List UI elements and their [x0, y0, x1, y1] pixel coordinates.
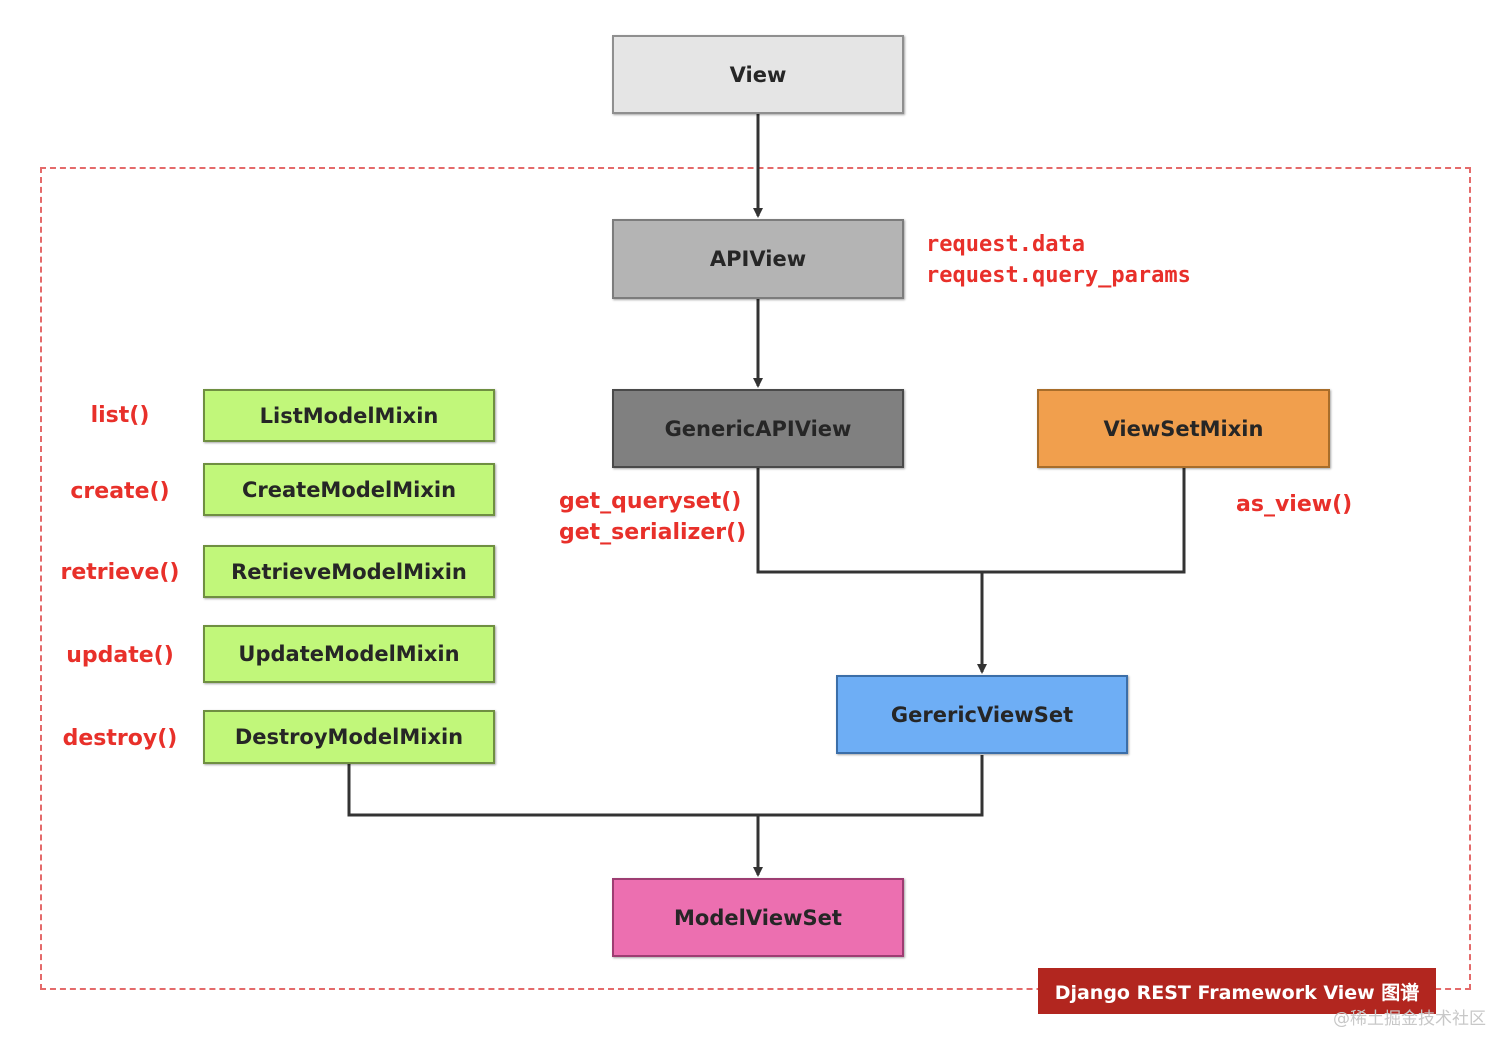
get-serializer-label: get_serializer() [559, 520, 747, 545]
viewset-mixin-node: ViewSetMixin [1037, 389, 1330, 468]
create-method-label: create() [70, 479, 170, 504]
watermark: @稀土掘金技术社区 [1333, 1009, 1486, 1029]
diagram-title-banner: Django REST Framework View 图谱 [1038, 968, 1436, 1014]
destroy-method-label: destroy() [62, 726, 178, 751]
dashed-boundary-frame [40, 167, 1471, 990]
apiview-node: APIView [612, 219, 904, 299]
generic-viewset-node: GerericViewSet [836, 675, 1128, 754]
retrieve-method-label: retrieve() [60, 560, 180, 585]
get-queryset-label: get_queryset() [559, 489, 742, 514]
list-model-mixin-node: ListModelMixin [203, 389, 495, 442]
request-data-label: request.data [926, 232, 1085, 257]
request-query-params-label: request.query_params [926, 263, 1191, 288]
view-node: View [612, 35, 904, 114]
generic-api-view-node: GenericAPIView [612, 389, 904, 468]
edge-genericapiview-branch [756, 468, 1186, 574]
update-model-mixin-node: UpdateModelMixin [203, 625, 495, 683]
destroy-model-mixin-node: DestroyModelMixin [203, 710, 495, 764]
edge-mixins-branch [347, 755, 984, 817]
update-method-label: update() [66, 643, 174, 668]
retrieve-model-mixin-node: RetrieveModelMixin [203, 545, 495, 598]
as-view-label: as_view() [1236, 492, 1353, 517]
list-method-label: list() [90, 403, 150, 428]
create-model-mixin-node: CreateModelMixin [203, 463, 495, 516]
model-viewset-node: ModelViewSet [612, 878, 904, 957]
